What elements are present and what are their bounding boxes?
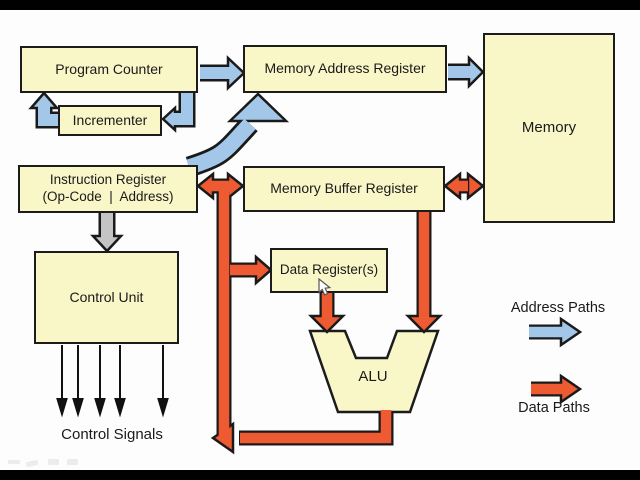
alu-shape	[308, 329, 440, 414]
incrementer-box: Incrementer	[58, 105, 162, 136]
control-signals-label: Control Signals	[61, 426, 163, 443]
legend-address-paths-label: Address Paths	[510, 300, 606, 316]
program-counter-label: Program Counter	[55, 60, 163, 77]
address-path-shafts	[38, 66, 563, 338]
watermark-mark	[8, 460, 20, 464]
address-path-arrowheads	[28, 54, 583, 348]
pc-to-incrementer-arrow	[172, 91, 193, 125]
control-unit-label: Control Unit	[69, 288, 144, 305]
ir-to-mar-arrow	[186, 118, 256, 175]
control-unit-box: Control Unit	[34, 251, 179, 344]
instruction-register-label-line1: Instruction Register	[49, 172, 167, 188]
watermark-mark	[67, 459, 78, 465]
memory-label: Memory	[521, 118, 577, 136]
top-letterbox-bar	[0, 0, 640, 10]
instruction-register-label-line2: (Op-Code | Address)	[42, 189, 174, 204]
data-registers-box: Data Register(s)	[270, 248, 388, 293]
bottom-letterbox-bar	[0, 470, 640, 480]
control-signal-arrows	[56, 345, 169, 418]
alu-label: ALU	[358, 368, 388, 385]
memory-address-register-label: Memory Address Register	[264, 60, 426, 77]
legend-data-paths-label: Data Paths	[518, 400, 590, 416]
memory-address-register-box: Memory Address Register	[243, 45, 447, 93]
memory-buffer-register-box: Memory Buffer Register	[243, 166, 445, 212]
incrementer-label: Incrementer	[72, 111, 148, 128]
incrementer-to-pc-arrow	[38, 106, 62, 126]
ir-to-mar-arrowhead	[226, 92, 290, 123]
program-counter-box: Program Counter	[20, 46, 198, 93]
alu-output-bus	[240, 410, 392, 444]
instruction-register-box: Instruction Register (Op-Code | Address)	[18, 165, 198, 213]
data-path-shafts	[211, 180, 563, 444]
watermark-mark	[48, 459, 59, 465]
data-registers-label: Data Register(s)	[279, 262, 379, 278]
memory-box: Memory	[483, 33, 615, 223]
memory-buffer-register-label: Memory Buffer Register	[270, 180, 418, 197]
